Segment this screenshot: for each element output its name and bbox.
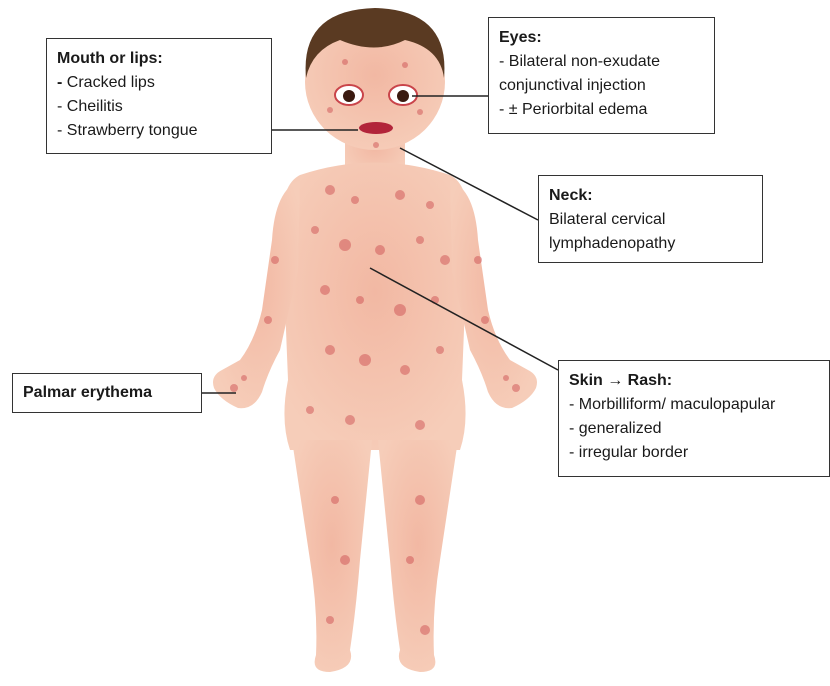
callout-skin-item: - Morbilliform/ maculopapular xyxy=(569,393,819,417)
callout-eyes-item: conjunctival injection xyxy=(499,74,704,98)
callout-mouth-item: - Strawberry tongue xyxy=(57,119,261,143)
callout-palmar-erythema: Palmar erythema xyxy=(12,373,202,413)
callout-skin-item: - generalized xyxy=(569,417,819,441)
callout-skin-rash: Skin → Rash: - Morbilliform/ maculopapul… xyxy=(558,360,830,477)
callout-eyes: Eyes: - Bilateral non-exudate conjunctiv… xyxy=(488,17,715,134)
callout-palm-title: Palmar erythema xyxy=(23,381,191,405)
callout-skin-title: Skin → Rash: xyxy=(569,369,819,393)
callout-mouth-title: Mouth or lips: xyxy=(57,47,261,71)
lips xyxy=(359,122,393,134)
callout-neck-item: Bilateral cervical xyxy=(549,208,752,232)
callout-neck-title: Neck: xyxy=(549,184,752,208)
callout-eyes-item: - Bilateral non-exudate xyxy=(499,50,704,74)
callout-mouth-item: - Cheilitis xyxy=(57,95,261,119)
callout-skin-item: - irregular border xyxy=(569,441,819,465)
callout-neck: Neck: Bilateral cervical lymphadenopathy xyxy=(538,175,763,263)
callout-mouth-or-lips: Mouth or lips: - Cracked lips - Cheiliti… xyxy=(46,38,272,154)
callout-eyes-item: - ± Periorbital edema xyxy=(499,98,704,122)
callout-mouth-item: - Cracked lips xyxy=(57,71,261,95)
callout-eyes-title: Eyes: xyxy=(499,26,704,50)
callout-neck-item: lymphadenopathy xyxy=(549,232,752,256)
